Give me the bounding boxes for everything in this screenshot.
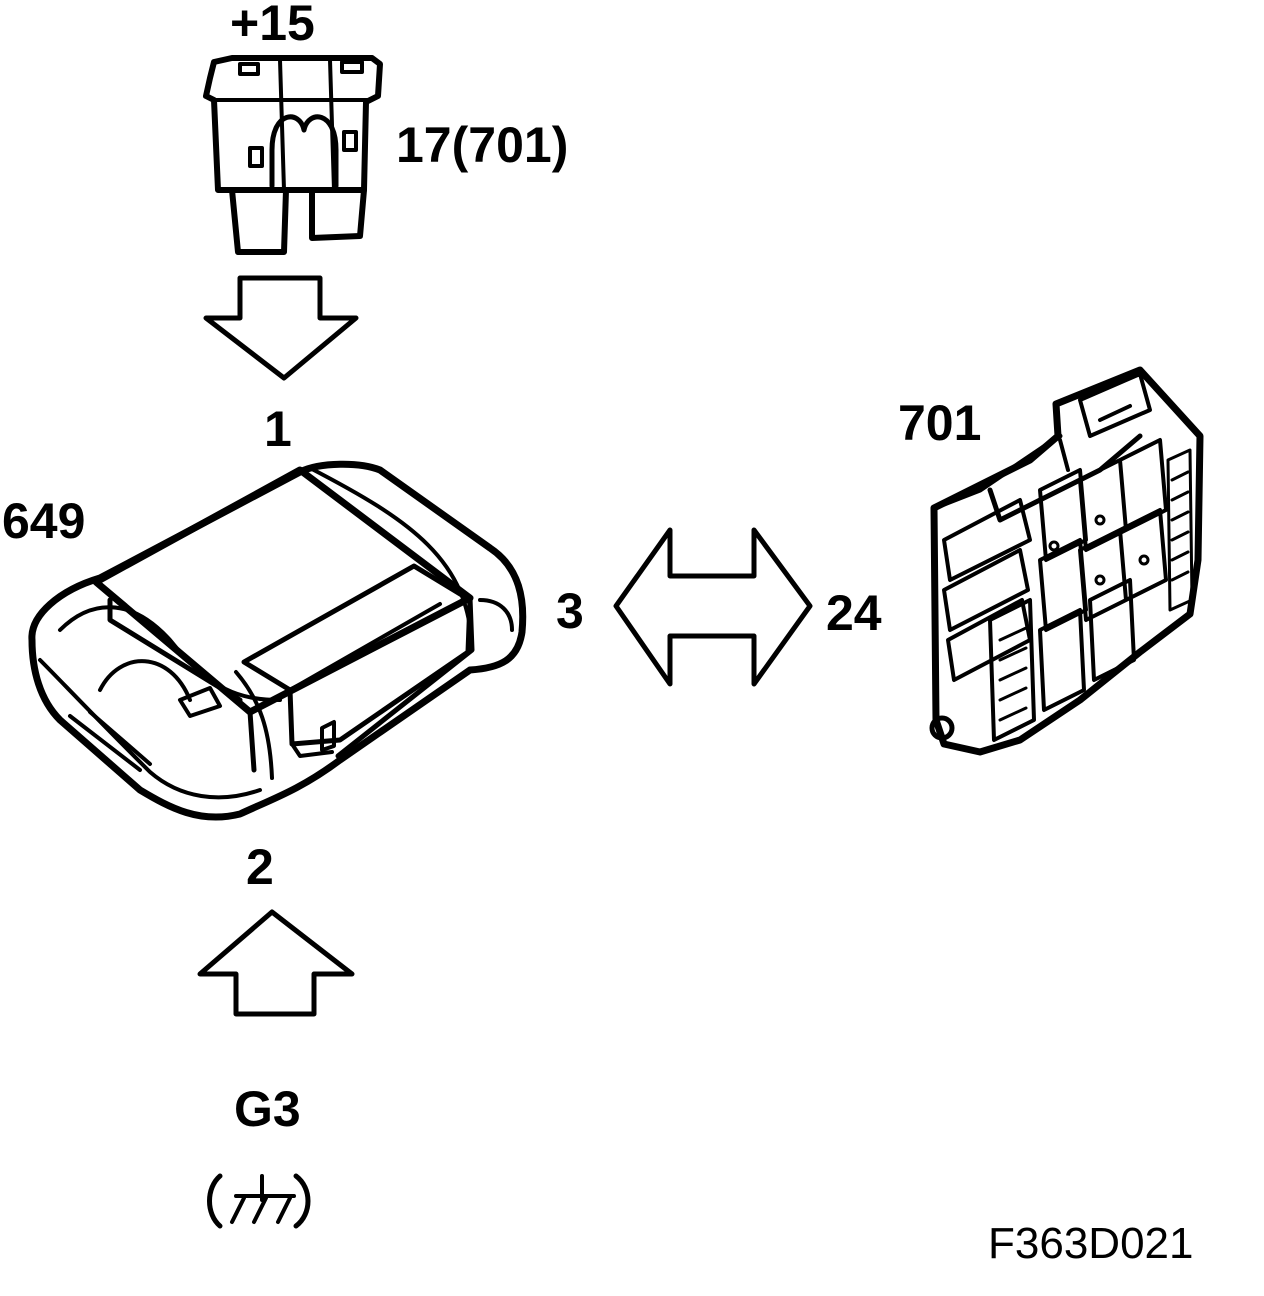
ground-arrow-up xyxy=(197,909,355,1017)
module-pin-power-label: 1 xyxy=(264,401,292,457)
fuse-box-icon xyxy=(929,366,1204,756)
fuse-supply-label: +15 xyxy=(230,0,315,51)
figure-code-label: F363D021 xyxy=(988,1219,1193,1268)
module-pin-ground-label: 2 xyxy=(246,839,274,895)
fusebox-id-label: 701 xyxy=(898,395,981,451)
fuse-id-label: 17(701) xyxy=(396,117,568,173)
module-id-label: 649 xyxy=(2,493,85,549)
fusebox-pin-label: 24 xyxy=(826,585,882,641)
chassis-ground-icon xyxy=(207,1173,311,1229)
power-arrow-down xyxy=(203,275,359,381)
module-pin-signal-label: 3 xyxy=(556,583,584,639)
control-module-icon xyxy=(28,460,527,821)
signal-double-arrow xyxy=(613,527,813,687)
blade-fuse-icon xyxy=(203,55,383,255)
ground-id-label: G3 xyxy=(234,1081,301,1137)
